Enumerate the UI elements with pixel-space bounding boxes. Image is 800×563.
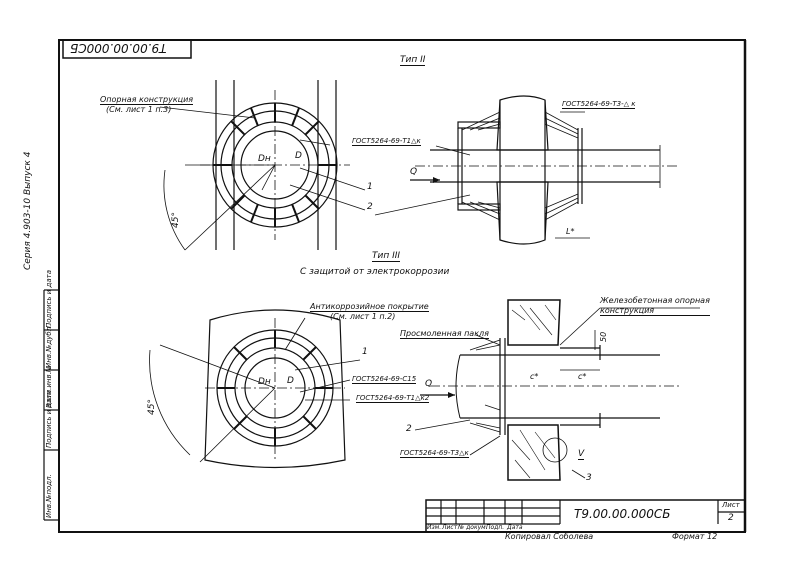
side-label-inv-podl: Инв.№подл. — [45, 474, 53, 518]
type3-coating-label: Антикоррозийное покрытие — [310, 302, 429, 312]
title-block-copied: Копировал Соболева — [505, 532, 594, 541]
type2-angle-label: 45° — [171, 212, 181, 228]
type3-front-view — [149, 309, 361, 469]
type2-support-ref: (См. лист 1 п.3) — [106, 105, 172, 114]
side-label-inv-dubl: Инв.№дубл. — [45, 324, 53, 368]
type3-dn-label: Dн — [258, 377, 271, 387]
type3-subtitle: С защитой от электрокоррозии — [300, 267, 450, 277]
type2-support-label: Опорная конструкция — [100, 95, 194, 105]
type3-q-label: Q — [425, 379, 433, 389]
type2-q-label: Q — [410, 167, 418, 177]
type2-callout-2: 2 — [367, 202, 373, 212]
title-block-sheet-no: 2 — [728, 513, 734, 523]
side-label-sign-date-2: Подпись и дата — [45, 270, 53, 328]
type3-callout-3: 3 — [586, 473, 592, 483]
side-label-vzam-inv: Взам.инв.№ — [45, 364, 53, 408]
title-block-format: Формат 12 — [672, 532, 718, 541]
series-text: Серия 4.903-10 Выпуск 4 — [23, 151, 33, 270]
type3-c-label: c* — [530, 372, 539, 381]
type2-l-label: L* — [566, 227, 575, 236]
type3-coating-ref: (См. лист 1 п.2) — [330, 312, 396, 321]
title-block — [425, 499, 746, 533]
type3-roman-5: V — [578, 449, 585, 460]
type2-gost-right: ГОСТ5264-69-Т3-△ к — [562, 100, 636, 109]
frame — [43, 39, 747, 533]
type3-gost-c15: ГОСТ5264-69-С15 — [352, 375, 417, 384]
top-drawing-code: Т9.00.00.000СБ — [70, 41, 167, 55]
type3-gost-t1: ГОСТ5264-69-Т1△к2 — [356, 394, 430, 403]
title-block-col-doc: № докум. — [458, 524, 488, 531]
type3-tow-label: Просмоленная пакля — [400, 329, 489, 339]
title-block-col-list: Лист — [442, 524, 458, 531]
type3-title: Тип III — [372, 251, 401, 262]
type3-c2-label: c* — [578, 372, 587, 381]
type2-gost-left: ГОСТ5264-69-Т1△к — [352, 137, 421, 146]
title-block-col-sign: Подп. — [486, 524, 505, 531]
type2-front-view — [159, 80, 366, 251]
title-block-sheet-label: Лист — [722, 501, 740, 509]
type3-dim-50: 50 — [599, 331, 608, 342]
type3-side-view — [414, 299, 700, 481]
type3-callout-2: 2 — [406, 424, 412, 434]
type2-dn-label: Dн — [258, 154, 271, 164]
type3-concrete-label: Железобетонная опорная конструкция — [600, 296, 710, 317]
type2-d-label: D — [295, 151, 302, 161]
title-block-col-izm: Изм. — [427, 524, 442, 531]
type3-gost-t3: ГОСТ5264-69-Т3△к — [400, 449, 469, 458]
title-block-code: Т9.00.00.000СБ — [574, 507, 671, 521]
type2-side-view — [374, 95, 680, 245]
type2-title: Тип II — [400, 55, 426, 66]
type3-callout-1: 1 — [362, 347, 368, 357]
type3-angle-label: 45° — [147, 399, 157, 415]
title-block-col-date: Дата — [507, 524, 523, 531]
type2-callout-1: 1 — [367, 182, 373, 192]
type3-d-label: D — [287, 376, 294, 386]
